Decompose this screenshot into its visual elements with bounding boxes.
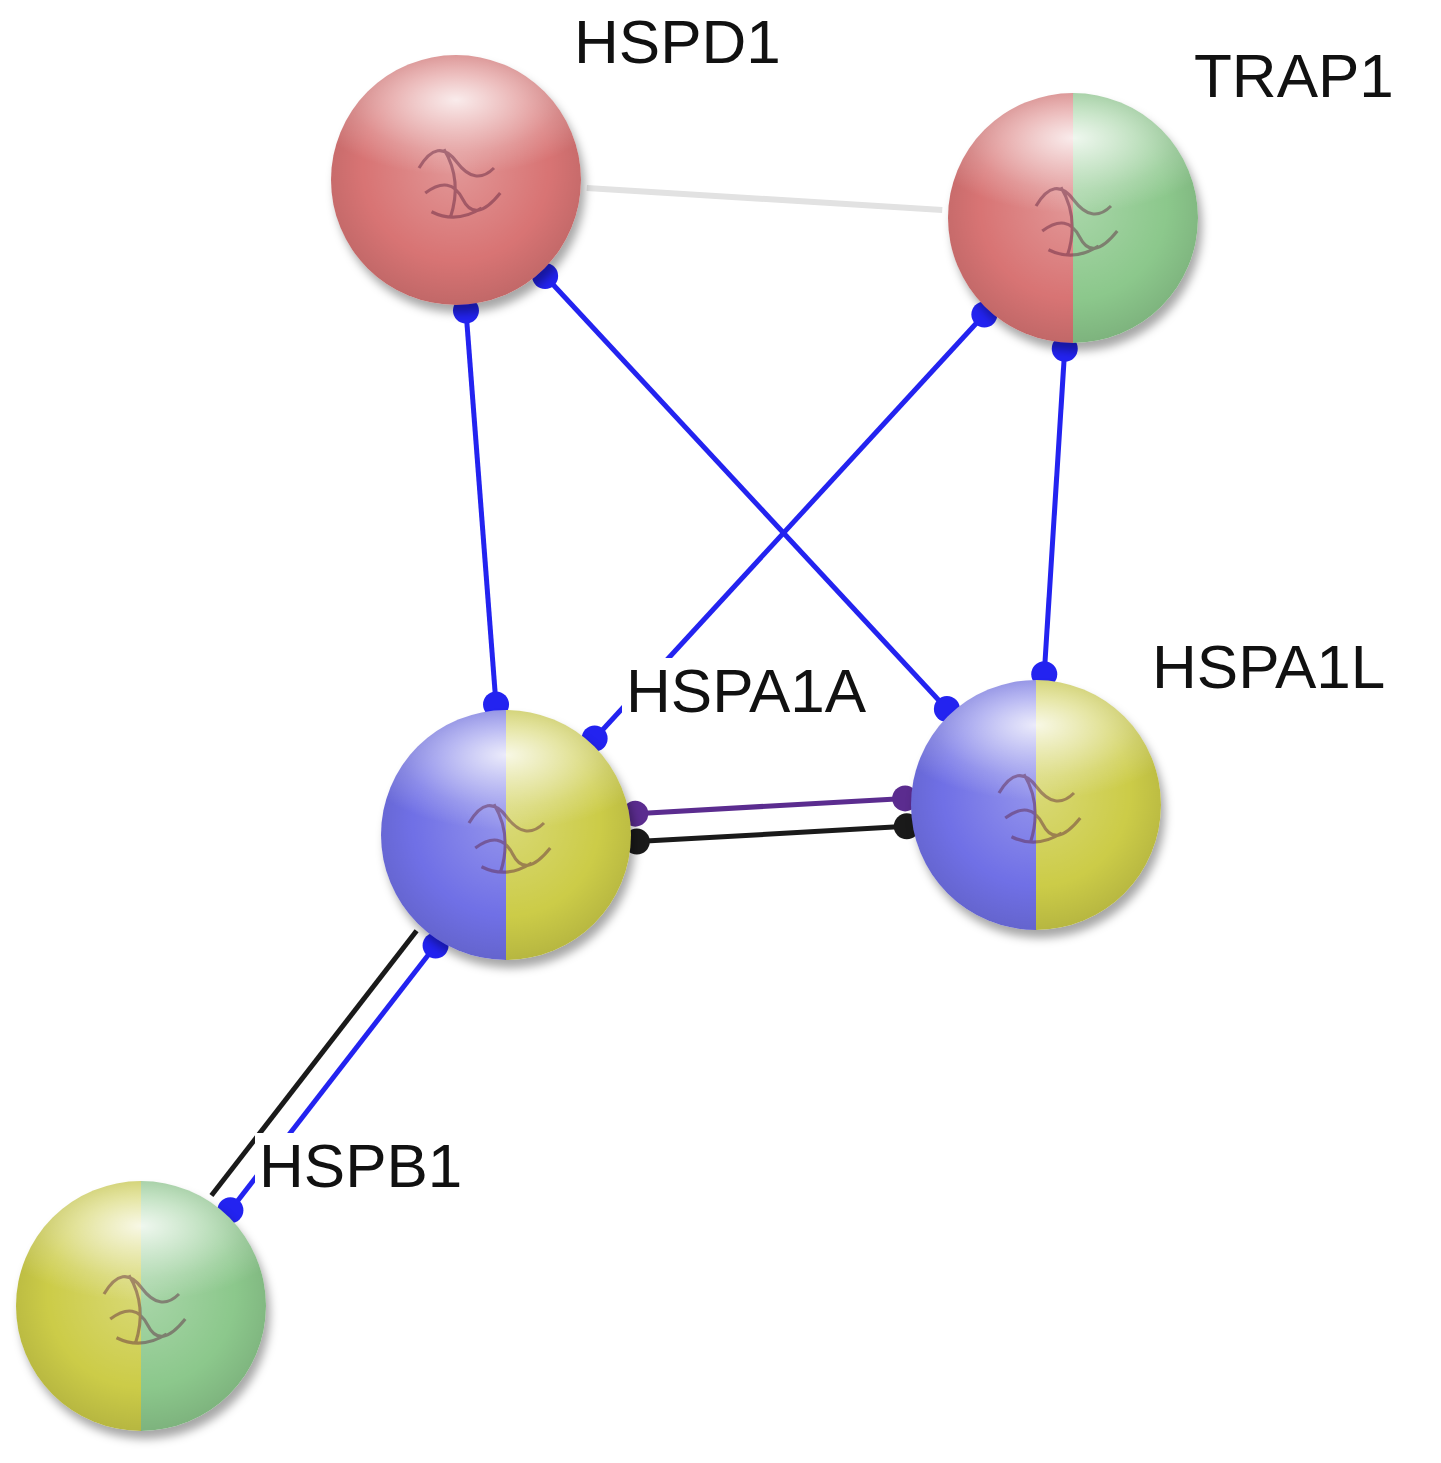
structure-stroke	[104, 1275, 185, 1344]
protein-label: HSPD1	[570, 9, 785, 75]
interaction-edge	[624, 813, 920, 854]
protein-label: HSPA1L	[1148, 634, 1389, 700]
edge-line	[595, 314, 985, 738]
protein-label: HSPA1A	[622, 658, 870, 724]
interaction-edge	[532, 263, 960, 722]
structure-stroke	[469, 804, 550, 873]
edge-line	[545, 276, 947, 709]
interaction-edge	[582, 301, 998, 751]
edge-line	[587, 188, 942, 210]
protein-node: HSPD1	[331, 55, 581, 305]
protein-node: HSPA1L	[911, 680, 1161, 930]
edge-line	[466, 311, 496, 705]
edge-line	[637, 826, 907, 841]
protein-node: TRAP1	[948, 93, 1198, 343]
interaction-edge	[622, 785, 918, 826]
protein-node: HSPA1A	[381, 710, 631, 960]
structure-stroke	[999, 774, 1080, 843]
protein-node: HSPB1	[16, 1181, 266, 1431]
edge-line	[1044, 349, 1065, 675]
interaction-edge	[587, 188, 942, 210]
structure-sketch	[1011, 156, 1136, 281]
interaction-edge	[1031, 336, 1078, 688]
interaction-edge	[453, 298, 509, 718]
structure-sketch	[974, 743, 1099, 868]
structure-sketch	[444, 773, 569, 898]
structure-stroke	[1036, 187, 1117, 256]
structure-stroke	[419, 149, 500, 218]
protein-label: TRAP1	[1190, 43, 1398, 109]
structure-sketch	[394, 118, 519, 243]
edge-line	[635, 798, 905, 813]
structure-sketch	[79, 1244, 204, 1369]
protein-label: HSPB1	[255, 1133, 466, 1199]
